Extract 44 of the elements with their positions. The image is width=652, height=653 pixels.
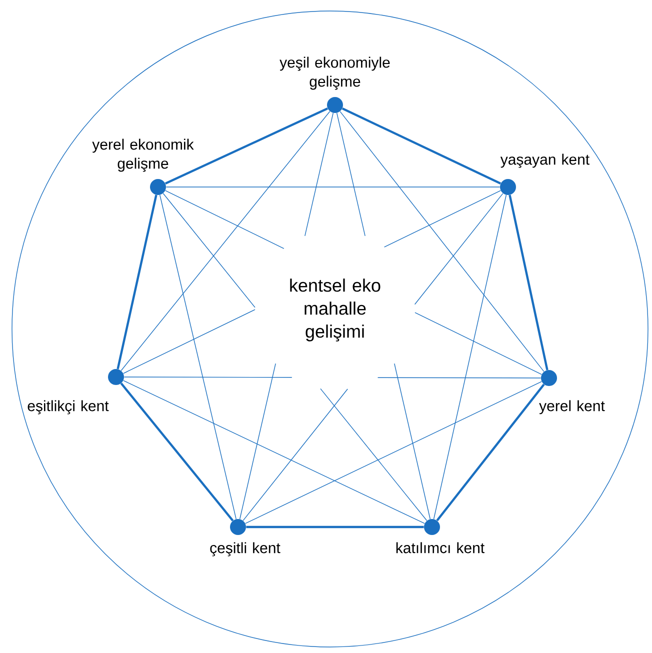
node-label: yeşil ekonomiyle gelişme: [280, 56, 390, 90]
connector-line: [239, 363, 276, 520]
node-label: katılımcı kent: [396, 542, 484, 554]
connector-line: [414, 312, 542, 375]
connector-line: [394, 363, 431, 520]
connector-line: [242, 388, 348, 521]
connector-line: [245, 381, 542, 524]
node-dot: [108, 369, 124, 385]
connector-line: [342, 108, 502, 184]
connector-line: [336, 112, 366, 236]
connector-line: [414, 193, 504, 305]
node-dot: [541, 370, 557, 386]
node-dot: [327, 97, 343, 113]
node-dot: [500, 179, 516, 195]
connector-line: [433, 194, 507, 520]
node-dot: [230, 519, 246, 535]
node-label: çeşitli kent: [210, 542, 280, 556]
connector-line: [508, 194, 548, 370]
connector-line: [165, 190, 284, 249]
node-label: yerel kent: [539, 400, 605, 414]
connector-line: [436, 384, 545, 522]
connector-line: [304, 112, 334, 236]
connector-line: [162, 193, 256, 308]
connector-line: [166, 186, 500, 188]
connector-line: [320, 388, 428, 521]
connector-line: [160, 194, 236, 520]
connector-line: [377, 377, 542, 378]
connector-line: [384, 190, 501, 248]
outer-circle: [12, 10, 648, 648]
connector-line: [123, 309, 256, 374]
connector-line: [120, 382, 234, 522]
connector-line: [340, 111, 544, 372]
node-label: eşitlikçi kent: [28, 400, 109, 414]
node-label: yaşayan kent: [500, 154, 590, 168]
connector-line: [164, 107, 328, 185]
node-dot: [150, 179, 166, 195]
node-label: yerel ekonomik gelişme: [92, 138, 194, 172]
center-label: kentsel eko mahalle gelişimi: [290, 278, 380, 342]
connector-line: [123, 380, 425, 524]
connector-line: [120, 111, 330, 371]
connector-line: [116, 194, 158, 370]
connector-line: [124, 376, 292, 378]
connector-line: [246, 526, 424, 528]
node-dot: [424, 519, 440, 535]
